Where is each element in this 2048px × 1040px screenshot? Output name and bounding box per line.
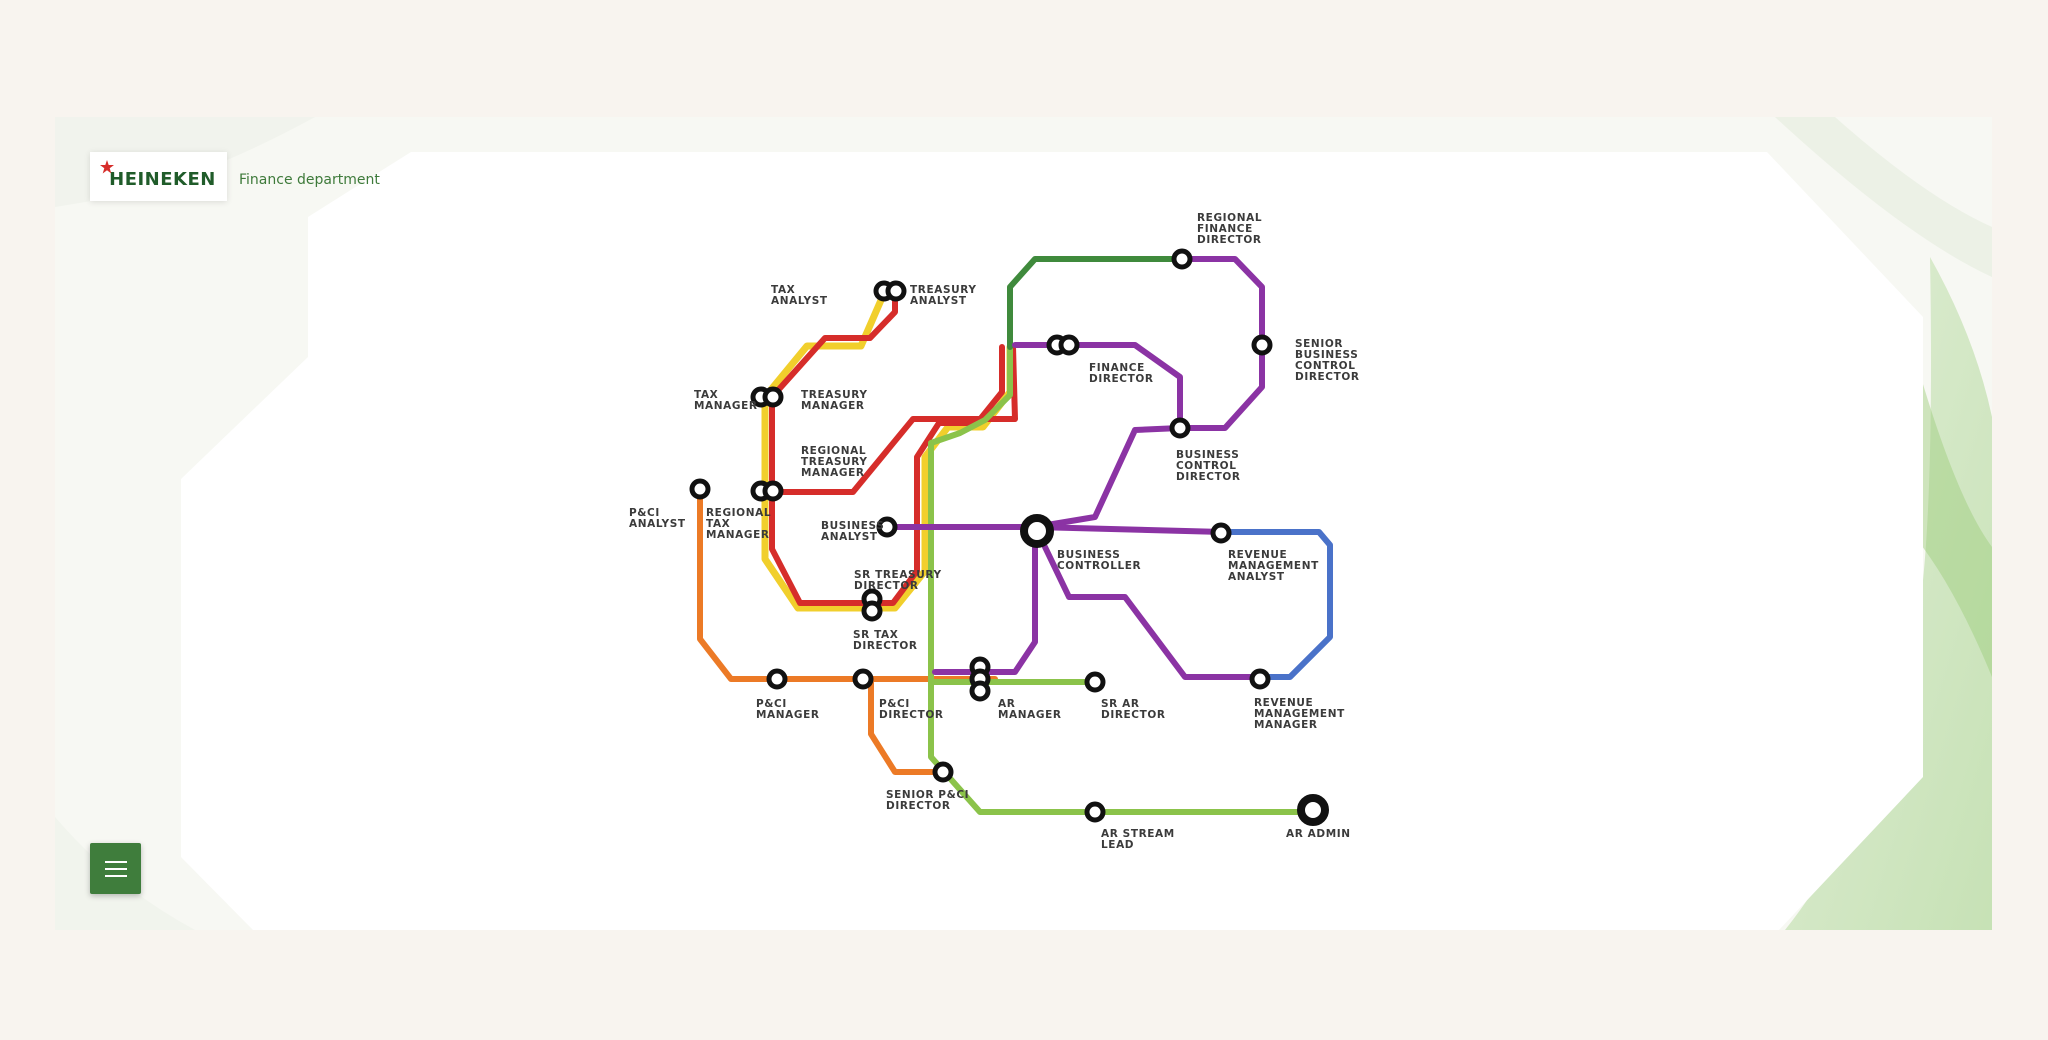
station-business-controller [1020, 514, 1054, 548]
station-revenue-management-manager [1249, 668, 1271, 690]
hamburger-menu-icon [104, 860, 127, 863]
red-line [769, 288, 1005, 606]
yellow-line [761, 287, 1014, 612]
station-regional-finance-director [1171, 248, 1193, 270]
orange-branch [868, 676, 946, 775]
purple-branch-1 [882, 425, 1183, 530]
purple-branch-3 [932, 532, 1038, 675]
decorative-background [55, 117, 1992, 930]
purple-branch-4 [1042, 544, 1263, 680]
purple-line [1012, 256, 1265, 431]
dark-green-line [1007, 256, 1186, 350]
department-title: Finance department [239, 171, 380, 188]
station-treasury-analyst [885, 280, 907, 302]
purple-branch-2 [1032, 524, 1226, 535]
station-sr-tax-director [861, 600, 883, 622]
main-panel: HEINEKEN Finance department [55, 117, 1992, 930]
station-revenue-management-analyst [1210, 522, 1232, 544]
blue-line [1220, 529, 1333, 680]
station-pci-director [852, 668, 874, 690]
station-treasury-manager [762, 386, 784, 408]
red-star-icon [100, 160, 114, 174]
station-senior-pci-director [932, 761, 954, 783]
station-finance-director-2 [1058, 334, 1080, 356]
station-pci-manager [766, 668, 788, 690]
station-pci-analyst [689, 478, 711, 500]
brand-header: HEINEKEN Finance department [90, 152, 380, 201]
station-regional-treasury-manager [762, 480, 784, 502]
station-sr-ar-director [1084, 671, 1106, 693]
light-green-line [928, 346, 1308, 815]
station-ar-manager-3 [969, 680, 991, 702]
station-senior-business-control-director [1251, 334, 1273, 356]
heineken-logo[interactable]: HEINEKEN [90, 152, 227, 201]
station-business-control-director [1169, 417, 1191, 439]
menu-button[interactable] [90, 843, 141, 894]
station-ar-stream-lead [1084, 801, 1106, 823]
station-business-analyst [876, 516, 898, 538]
logo-text: HEINEKEN [109, 169, 216, 190]
label-ar-admin: AR ADMIN [1286, 828, 1351, 840]
station-ar-admin [1297, 794, 1329, 826]
red-branch [769, 344, 1018, 495]
